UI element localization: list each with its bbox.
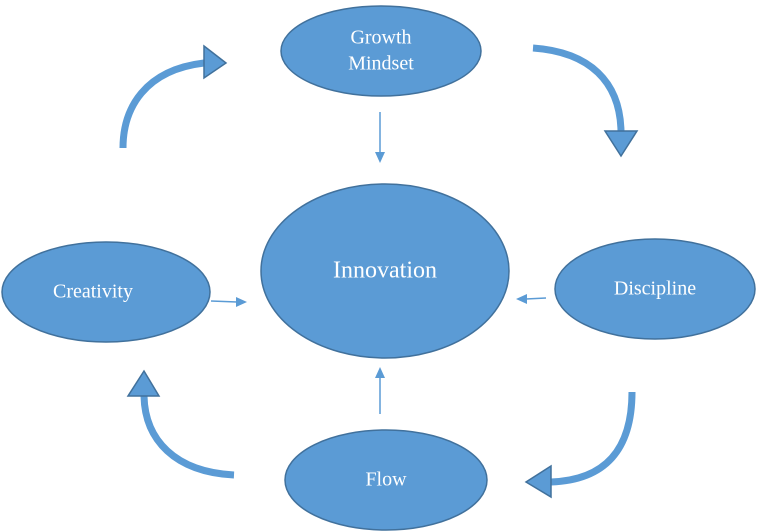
node-discipline-label: Discipline — [614, 278, 696, 300]
curved-arrow-discipline-to-flow — [524, 391, 636, 499]
node-growth-mindset-label-line1: Growth — [350, 27, 411, 49]
arrow-discipline-to-innovation — [516, 294, 547, 304]
node-growth-mindset: Growth Mindset — [280, 5, 482, 97]
curved-arrow-flow-to-creativity — [126, 369, 235, 479]
curved-arrow-growth-to-discipline — [532, 44, 639, 158]
node-flow: Flow — [284, 429, 488, 531]
node-flow-label: Flow — [365, 469, 407, 491]
arrow-growth-to-innovation — [375, 112, 385, 163]
node-innovation: Innovation — [260, 183, 510, 359]
inward-arrows — [210, 112, 547, 414]
arrow-creativity-to-innovation — [210, 297, 247, 307]
node-creativity-label: Creativity — [53, 281, 133, 303]
node-creativity: Creativity — [1, 241, 211, 343]
node-innovation-label: Innovation — [333, 258, 437, 284]
arrow-flow-to-innovation — [375, 367, 385, 414]
cycle-arrows — [119, 44, 639, 499]
node-discipline: Discipline — [554, 238, 756, 340]
curved-arrow-creativity-to-growth — [119, 44, 228, 149]
node-growth-mindset-label-line2: Mindset — [348, 53, 414, 75]
